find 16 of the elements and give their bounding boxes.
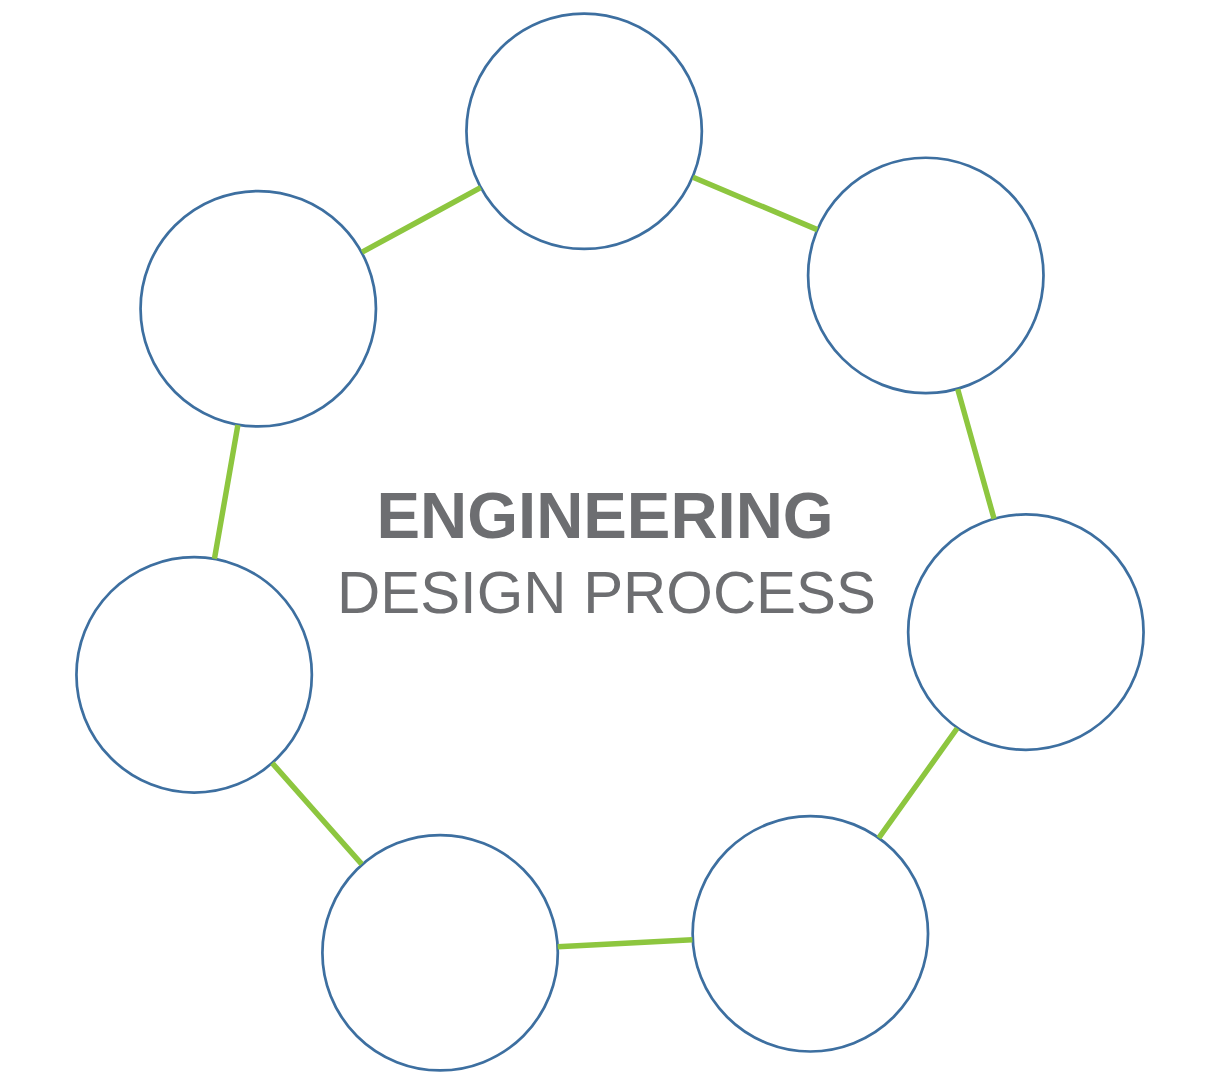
- connector: [876, 726, 960, 840]
- connector: [270, 761, 364, 866]
- connector: [211, 424, 241, 560]
- connector: [360, 185, 482, 255]
- label: DESIGN PROCESS: [337, 558, 876, 626]
- connector: [557, 937, 693, 950]
- label: ENGINEERING: [376, 479, 834, 553]
- node-circle: [806, 156, 1045, 395]
- node-circle: [75, 555, 314, 794]
- connector: [955, 388, 997, 520]
- node-circle: [906, 513, 1145, 752]
- node-circle: [321, 833, 560, 1072]
- connector: [691, 174, 819, 233]
- node-circle: [139, 189, 378, 428]
- node-circle: [465, 12, 704, 251]
- node-circle: [691, 814, 930, 1053]
